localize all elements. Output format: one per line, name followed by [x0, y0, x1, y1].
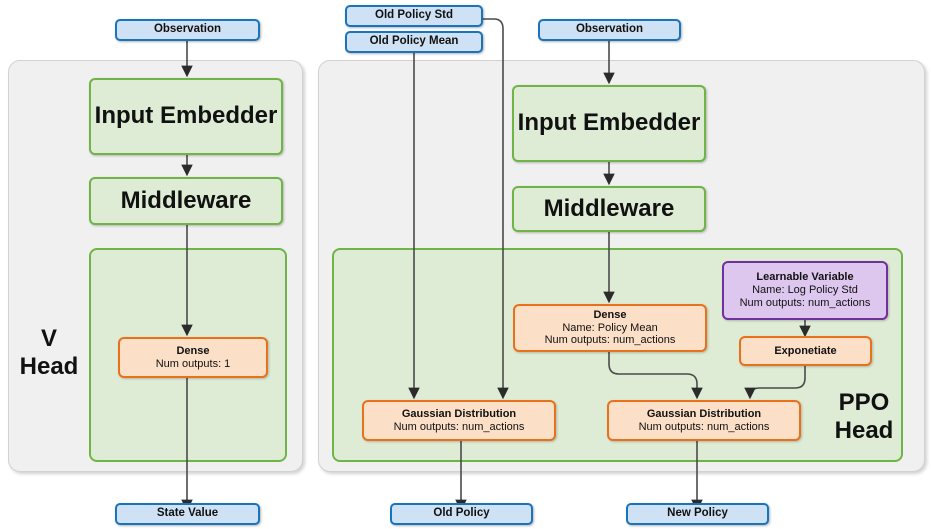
io-label: State Value [156, 507, 219, 520]
node-input-embedder-ppo[interactable]: Input Embedder [512, 85, 706, 162]
group-label-text: PPO Head [834, 389, 894, 444]
io-label: Observation [153, 23, 222, 36]
node-title: Gaussian Distribution [646, 407, 762, 420]
node-detail-outputs: Num outputs: num_actions [739, 296, 871, 309]
node-title: Gaussian Distribution [401, 407, 517, 420]
io-box-old-policy-std[interactable]: Old Policy Std [345, 5, 483, 27]
io-box-observation-ppo[interactable]: Observation [538, 19, 681, 41]
node-label: Middleware [543, 194, 675, 222]
io-label: Old Policy Mean [369, 35, 459, 48]
node-detail-name: Name: Policy Mean [562, 321, 658, 334]
io-box-state-value[interactable]: State Value [115, 503, 260, 525]
node-dense-policy-mean[interactable]: Dense Name: Policy Mean Num outputs: num… [513, 304, 707, 352]
io-label: Old Policy Std [375, 9, 453, 22]
node-detail-outputs: Num outputs: num_actions [638, 420, 770, 433]
node-label: Input Embedder [517, 109, 701, 137]
node-title: Exponetiate [774, 344, 837, 357]
io-label: New Policy [667, 507, 728, 520]
node-learnable-variable-log-policy-std[interactable]: Learnable Variable Name: Log Policy Std … [722, 261, 888, 320]
node-exponetiate[interactable]: Exponetiate [739, 336, 872, 366]
node-detail-outputs: Num outputs: num_actions [393, 420, 525, 433]
io-label: Observation [575, 23, 644, 36]
node-title: Dense [593, 308, 627, 321]
node-label: Middleware [120, 186, 252, 214]
node-detail-outputs: Num outputs: 1 [155, 357, 231, 370]
node-detail-outputs: Num outputs: num_actions [544, 334, 676, 347]
node-gaussian-distribution-new[interactable]: Gaussian Distribution Num outputs: num_a… [607, 400, 801, 441]
node-dense-v[interactable]: Dense Num outputs: 1 [118, 337, 268, 378]
v-head-group-label: V Head [14, 325, 84, 380]
node-title: Dense [176, 344, 210, 357]
node-title: Learnable Variable [756, 271, 854, 284]
io-box-new-policy[interactable]: New Policy [626, 503, 769, 525]
io-label: Old Policy [433, 507, 490, 520]
node-label: Input Embedder [94, 102, 278, 130]
node-detail-name: Name: Log Policy Std [752, 284, 858, 297]
io-box-old-policy-mean[interactable]: Old Policy Mean [345, 31, 483, 53]
node-middleware-ppo[interactable]: Middleware [512, 186, 706, 232]
group-label-text: V Head [19, 325, 79, 380]
ppo-head-group-label: PPO Head [824, 389, 904, 444]
io-box-observation-v[interactable]: Observation [115, 19, 260, 41]
io-box-old-policy[interactable]: Old Policy [390, 503, 533, 525]
node-gaussian-distribution-old[interactable]: Gaussian Distribution Num outputs: num_a… [362, 400, 556, 441]
node-middleware-v[interactable]: Middleware [89, 177, 283, 225]
node-input-embedder-v[interactable]: Input Embedder [89, 78, 283, 155]
